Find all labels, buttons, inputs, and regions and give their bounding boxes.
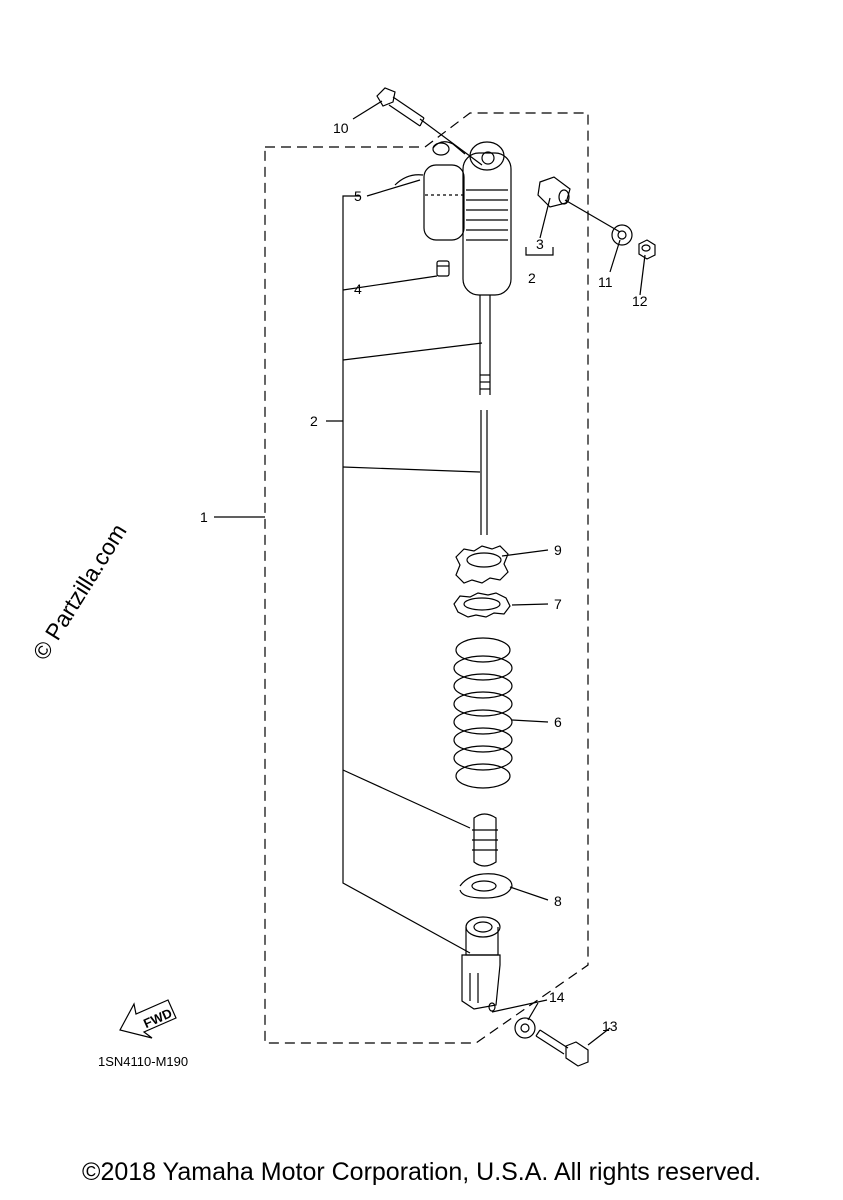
bump-stop-icon <box>472 813 498 867</box>
fwd-arrow-icon <box>119 999 177 1039</box>
copyright-notice: ©2018 Yamaha Motor Corporation, U.S.A. A… <box>82 1158 761 1186</box>
spring-6-icon <box>453 637 513 789</box>
callout-9: 9 <box>554 542 562 558</box>
nut-12-icon <box>638 239 656 260</box>
assembly-outline <box>264 112 589 1044</box>
adjuster-7-icon <box>453 592 511 618</box>
callout-11: 11 <box>598 274 613 290</box>
shock-body-icon <box>462 141 512 296</box>
washer-11-icon <box>611 224 633 246</box>
callout-7: 7 <box>554 596 562 612</box>
lower-clevis-icon <box>461 916 501 1012</box>
callout-3: 3 <box>536 236 544 252</box>
bolt-13-icon <box>535 1029 589 1067</box>
bolt-10-icon <box>376 87 425 127</box>
bracket-2 <box>342 195 471 954</box>
callout-13: 13 <box>602 1018 618 1034</box>
reservoir-5-icon <box>394 141 466 241</box>
piston-rod-icon <box>479 295 491 535</box>
cap-4-icon <box>436 260 450 277</box>
callout-8: 8 <box>554 893 562 909</box>
spring-seat-8-icon <box>459 873 513 899</box>
callout-10: 10 <box>333 120 349 136</box>
callout-2: 2 <box>528 270 536 286</box>
washer-14-icon <box>514 1017 536 1039</box>
callout-4: 4 <box>354 281 362 297</box>
callout-12: 12 <box>632 293 648 309</box>
callout-6: 6 <box>554 714 562 730</box>
diagram-code: 1SN4110-M190 <box>98 1054 188 1069</box>
callout-1: 1 <box>200 509 208 525</box>
collar-3-icon <box>537 176 571 208</box>
callout-2: 2 <box>310 413 318 429</box>
callout-5: 5 <box>354 188 362 204</box>
locknut-9-icon <box>455 545 509 584</box>
callout-14: 14 <box>549 989 565 1005</box>
